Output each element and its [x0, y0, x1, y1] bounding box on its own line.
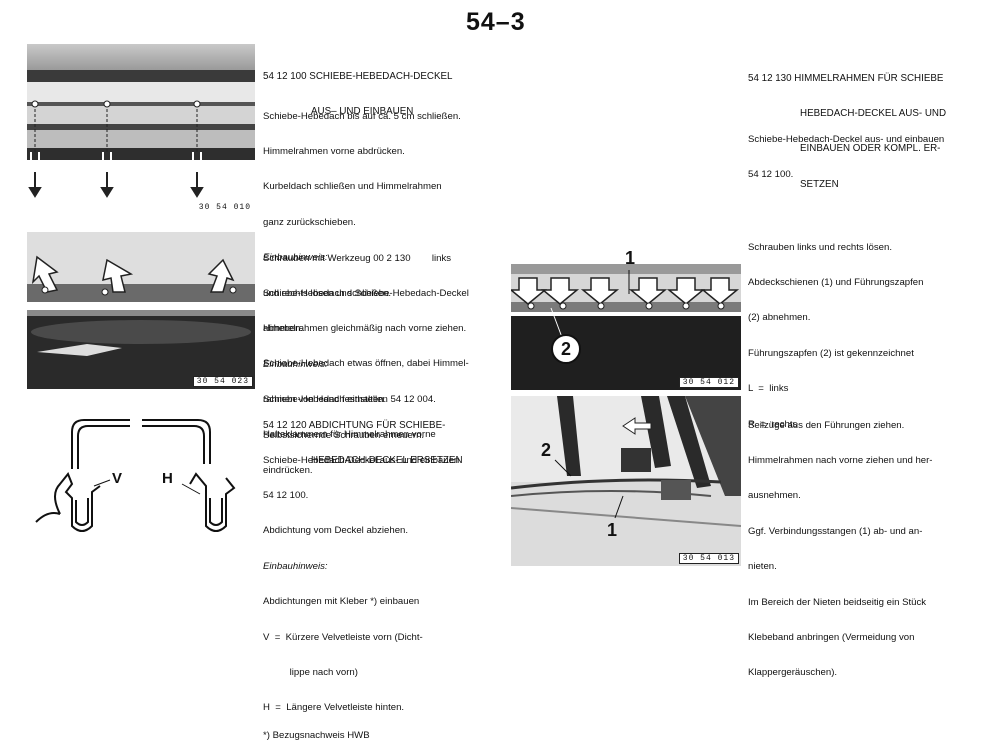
callout-1: 1 [607, 520, 618, 540]
photo-cable-guide: 2 1 30 54 013 [510, 396, 742, 566]
seal-profile-illustration [35, 419, 236, 532]
section-body-cables: Seilzüge aus den Führungen ziehen. Himme… [748, 419, 933, 679]
headliner-frame-illustration [508, 264, 741, 390]
note-label: Einbauhinweis: [263, 560, 328, 572]
sunroof-frame-illustration [27, 44, 255, 198]
seal-label-h: H [162, 470, 173, 487]
section-body-54-12-130: Schiebe-Hebedach-Deckel aus- und einbaue… [748, 133, 945, 180]
page-number: 54–3 [466, 8, 526, 36]
callout-2: 2 [551, 334, 581, 364]
section-body-54-12-100: Schiebe-Hebedach bis auf ca. 5 cm schlie… [263, 110, 469, 476]
image-code: 30 54 010 [196, 203, 253, 212]
callout-2: 2 [541, 440, 552, 460]
photo-sunroof-lid: 30 54 023 [27, 232, 255, 389]
image-code: 30 54 012 [678, 377, 739, 388]
section-body-screws-right: Schrauben links und rechts lösen. Abdeck… [748, 241, 924, 430]
sunroof-lid-illustration [27, 232, 255, 389]
section-body-54-12-120: Schiebe-Hebedach-Deckel aus- und einbaue… [263, 454, 460, 714]
photo-sunroof-frame: 30 54 010 [27, 44, 255, 216]
image-code: 30 54 013 [678, 553, 739, 564]
seal-diagram: V H [30, 414, 258, 554]
section-heading-54-12-120: 54 12 120 ABDICHTUNG FÜR SCHIEBE- HEBEDA… [263, 419, 463, 466]
seal-label-v: V [112, 470, 123, 487]
cable-guide-illustration [510, 396, 742, 566]
section-heading-54-12-130: 54 12 130 HIMMELRAHMEN FÜR SCHIEBE HEBED… [748, 72, 947, 190]
note-label: Einbauhinweis: [263, 252, 328, 264]
note-label: Einbauhinweis: [263, 358, 328, 370]
photo-headliner-frame: 1 2 30 54 012 [508, 248, 741, 390]
footnote: *) Bezugsnachweis HWB [263, 730, 370, 741]
image-code: 30 54 023 [192, 376, 253, 387]
section-body-screws: Schrauben mit Werkzeug 00 2 130 links un… [263, 252, 469, 441]
section-heading-54-12-100: 54 12 100 SCHIEBE-HEBEDACH-DECKEL AUS– U… [263, 70, 453, 117]
callout-1: 1 [625, 248, 636, 268]
